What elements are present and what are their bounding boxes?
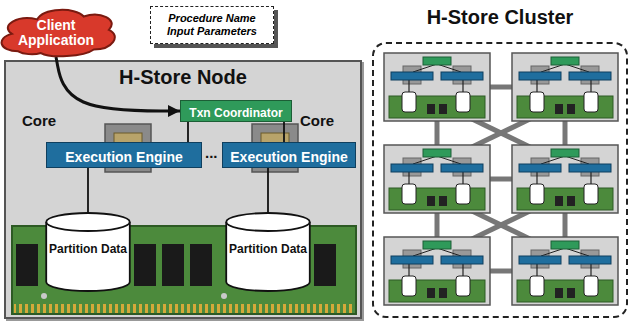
- node-text: Procedure Name Input Parameters: [159, 12, 265, 38]
- core-label: Core: [22, 112, 56, 129]
- engine-box: Execution Engine: [222, 142, 356, 168]
- partition-cylinder: Partition Data: [225, 212, 311, 292]
- node-text: Partition Data: [229, 242, 307, 256]
- ellipsis-label: ...: [205, 144, 218, 161]
- node-text: Partition Data: [49, 242, 127, 256]
- connector-line: [267, 168, 269, 212]
- coordinator-box: Txn Coordinator: [180, 100, 292, 122]
- connector-line: [187, 122, 189, 142]
- node-text: Execution Engine: [65, 149, 182, 165]
- connector-line: [283, 122, 285, 142]
- node-text: H-Store Node: [119, 66, 247, 89]
- client-cloud: Client Application: [0, 2, 119, 60]
- partition-cylinder: Partition Data: [45, 212, 131, 292]
- node-text: Txn Coordinator: [189, 106, 282, 120]
- engine-box: Execution Engine: [46, 142, 202, 168]
- node-text: Execution Engine: [230, 149, 347, 165]
- callout-box: Procedure Name Input Parameters: [150, 6, 274, 44]
- mini-node: [384, 53, 618, 305]
- connector-line: [87, 168, 89, 212]
- core-label: Core: [300, 112, 334, 129]
- node-text: H-Store Cluster: [374, 6, 626, 29]
- node-text: Client Application: [0, 14, 119, 48]
